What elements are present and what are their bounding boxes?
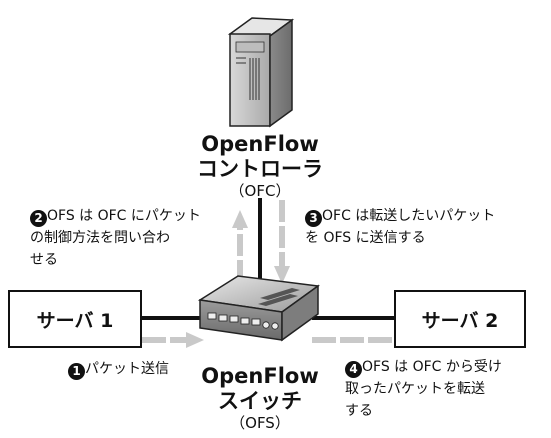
switch-abbr: （OFS）: [230, 414, 290, 432]
step2-line2: の制御方法を問い合わ: [30, 230, 170, 246]
step3-line2: を OFS に送信する: [305, 230, 426, 246]
step1-line1: パケット送信: [85, 361, 169, 377]
arrow-step3-response-down: [274, 200, 290, 284]
step4-badge: 4: [345, 361, 362, 378]
step2-badge: 2: [30, 210, 47, 227]
controller-abbr: （OFC）: [229, 182, 291, 200]
controller-name-line1: OpenFlow: [201, 132, 319, 156]
server1-box: サーバ 1: [8, 290, 142, 348]
server2-label: サーバ 2: [421, 309, 499, 332]
step3-badge: 3: [305, 210, 322, 227]
arrow-step2-inquiry-up: [232, 210, 248, 282]
step2-line1: OFS は OFC にパケット: [47, 208, 201, 224]
step3-line1: OFC は転送したいパケット: [322, 208, 496, 224]
step4-line1: OFS は OFC から受け: [362, 359, 502, 375]
step1-badge: 1: [68, 363, 85, 380]
step4-line3: する: [345, 403, 373, 419]
server1-label: サーバ 1: [36, 309, 114, 332]
step2-line3: せる: [30, 252, 58, 268]
server2-box: サーバ 2: [394, 290, 526, 348]
network-switch-icon: [197, 275, 320, 342]
server-tower-icon: [227, 17, 295, 128]
switch-name-line1: OpenFlow: [201, 364, 319, 388]
step4-line2: 取ったパケットを転送: [345, 381, 485, 397]
switch-name-line2: スイッチ: [218, 389, 302, 413]
controller-name-line2: コントローラ: [197, 157, 323, 181]
